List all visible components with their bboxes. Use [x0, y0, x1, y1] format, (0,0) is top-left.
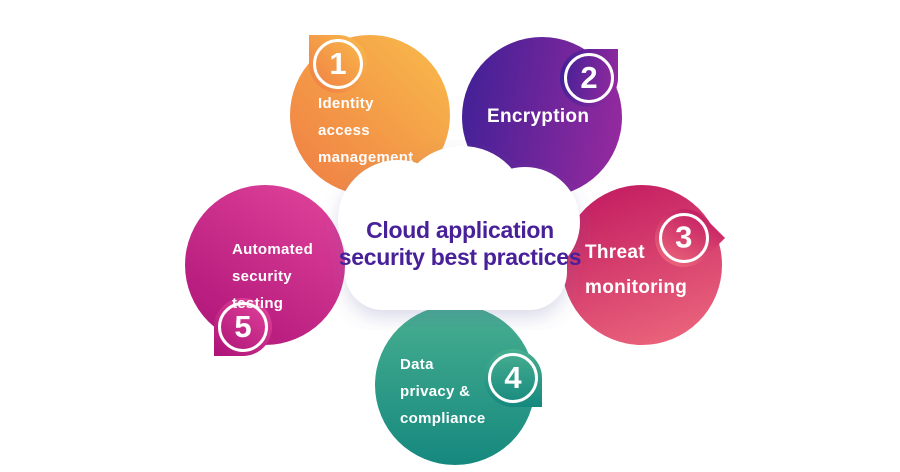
- page-title-line-2: security best practices: [338, 244, 582, 270]
- bubble-threat-monitoring: 3 Threat monitoring: [562, 185, 726, 345]
- step-2-number: 2: [580, 60, 598, 95]
- step-4-badge: 4: [484, 349, 542, 407]
- step-2-badge: 2: [560, 49, 618, 107]
- cloud-shape: [338, 146, 580, 310]
- step-5-badge: 5: [214, 298, 272, 356]
- step-1-number-ring: 1: [313, 39, 363, 89]
- bubble-4-label: Data privacy & compliance: [400, 356, 486, 427]
- step-2-number-ring: 2: [564, 53, 614, 103]
- step-4-number: 4: [504, 360, 522, 395]
- bubble-5-label: Automated security testing: [232, 241, 314, 312]
- page-title-line-1: Cloud application: [366, 217, 554, 243]
- step-4-number-ring: 4: [488, 353, 538, 403]
- page-title: Cloud application security best practice…: [320, 217, 600, 271]
- step-5-number-ring: 5: [218, 302, 268, 352]
- step-1-badge: 1: [309, 35, 367, 93]
- bubble-data-privacy-compliance: 4 Data privacy & compliance: [375, 305, 542, 465]
- bubble-3-label: Threat monitoring: [585, 242, 688, 298]
- step-1-number: 1: [329, 46, 347, 81]
- bubble-automated-security-testing: 5 Automated security testing: [185, 185, 345, 356]
- step-5-number: 5: [234, 309, 252, 344]
- bubble-2-label: Encryption: [487, 106, 590, 127]
